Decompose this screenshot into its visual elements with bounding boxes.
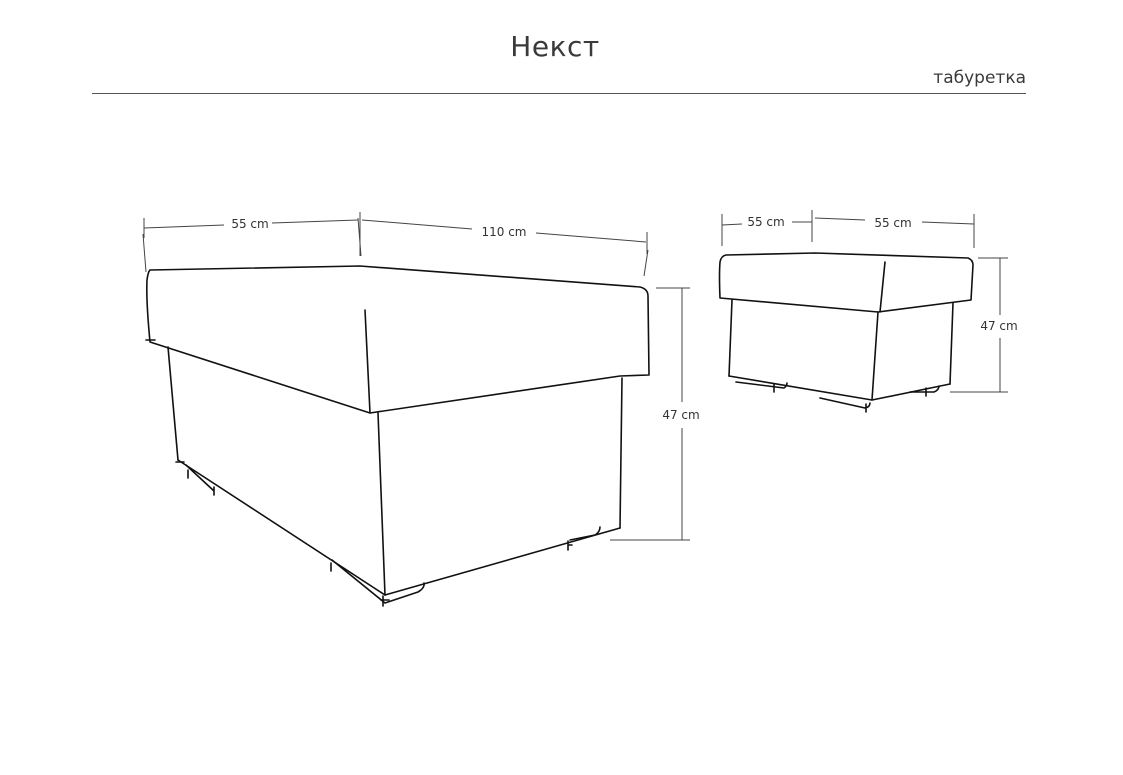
small-width-label: 55 cm	[747, 215, 784, 229]
large-length-label: 110 cm	[481, 225, 526, 239]
large-height-label: 47 cm	[662, 408, 699, 422]
large-ottoman-drawing	[142, 212, 690, 607]
small-length-label: 55 cm	[874, 216, 911, 230]
page-subtitle: табуретка	[933, 68, 1026, 88]
small-height-label: 47 cm	[980, 319, 1017, 333]
small-ottoman-drawing	[718, 210, 1008, 413]
header-divider	[92, 93, 1026, 94]
page-title: Некст	[510, 30, 600, 63]
large-width-label: 55 cm	[231, 217, 268, 231]
